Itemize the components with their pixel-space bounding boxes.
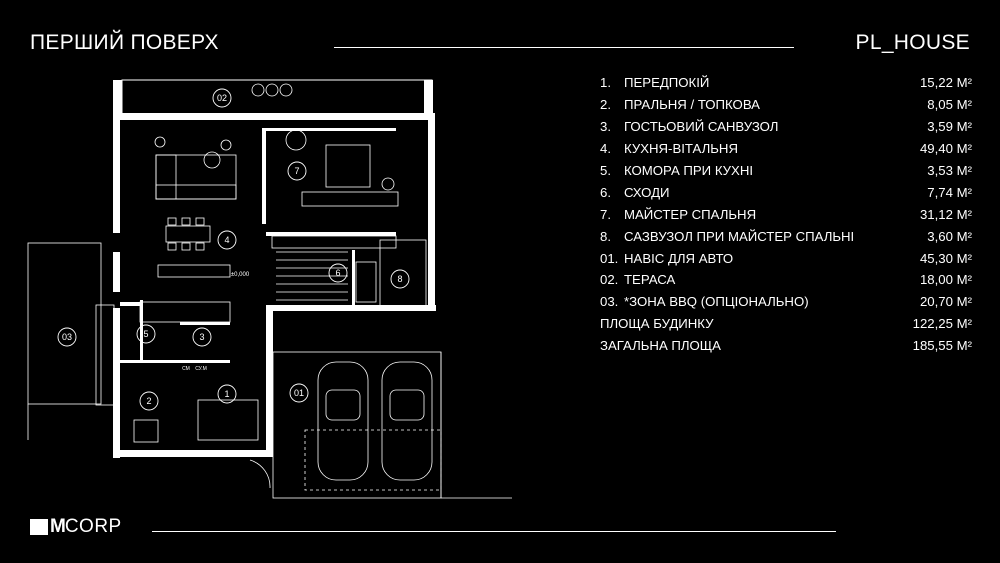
room-label: 4 [224, 235, 229, 245]
wall [262, 128, 266, 224]
room-label: 03 [62, 332, 72, 342]
stairs [276, 251, 348, 301]
wall [140, 300, 143, 360]
wall [352, 250, 355, 307]
wall [266, 128, 396, 131]
wall [113, 80, 122, 120]
level-mark: ±0,000 [231, 272, 250, 278]
logo-text: CORP [64, 516, 122, 537]
wall [120, 302, 140, 306]
legend-row: 03.*ЗОНА BBQ (ОПЦІОНАЛЬНО)20,70 М² [600, 294, 972, 310]
page-title: ПЕРШИЙ ПОВЕРХ [30, 31, 219, 54]
header-divider [334, 47, 794, 48]
room-label: 6 [335, 268, 340, 278]
logo-m: M [50, 516, 66, 537]
wall [113, 113, 120, 233]
room-label: 5 [143, 329, 148, 339]
room-label: 3 [199, 332, 204, 342]
room-label: 1 [224, 389, 229, 399]
wall [113, 450, 273, 457]
wall [424, 80, 433, 120]
car-icon [381, 361, 433, 481]
wall [266, 310, 273, 457]
room-label: 2 [146, 396, 151, 406]
bbq-outline [27, 242, 102, 405]
utility-label: СМ [182, 366, 190, 372]
wall [113, 308, 120, 458]
room-label: 7 [294, 166, 299, 176]
wall [266, 305, 436, 311]
room-label: 8 [397, 274, 402, 284]
wall [113, 113, 433, 120]
room-label: 01 [294, 388, 304, 398]
utility-label: СУ.М [195, 366, 207, 372]
company-logo: M CORP [30, 516, 122, 538]
car-icon [317, 361, 369, 481]
wall [113, 252, 120, 292]
wall [428, 113, 435, 311]
logo-mark-icon [30, 519, 48, 535]
wall [266, 232, 396, 236]
terrace-outline [121, 79, 433, 115]
wall [120, 360, 230, 363]
carport-outline [272, 351, 442, 499]
project-name: PL_HOUSE [855, 31, 970, 54]
wall [180, 322, 230, 325]
room-label: 02 [217, 93, 227, 103]
footer-divider [152, 531, 836, 532]
